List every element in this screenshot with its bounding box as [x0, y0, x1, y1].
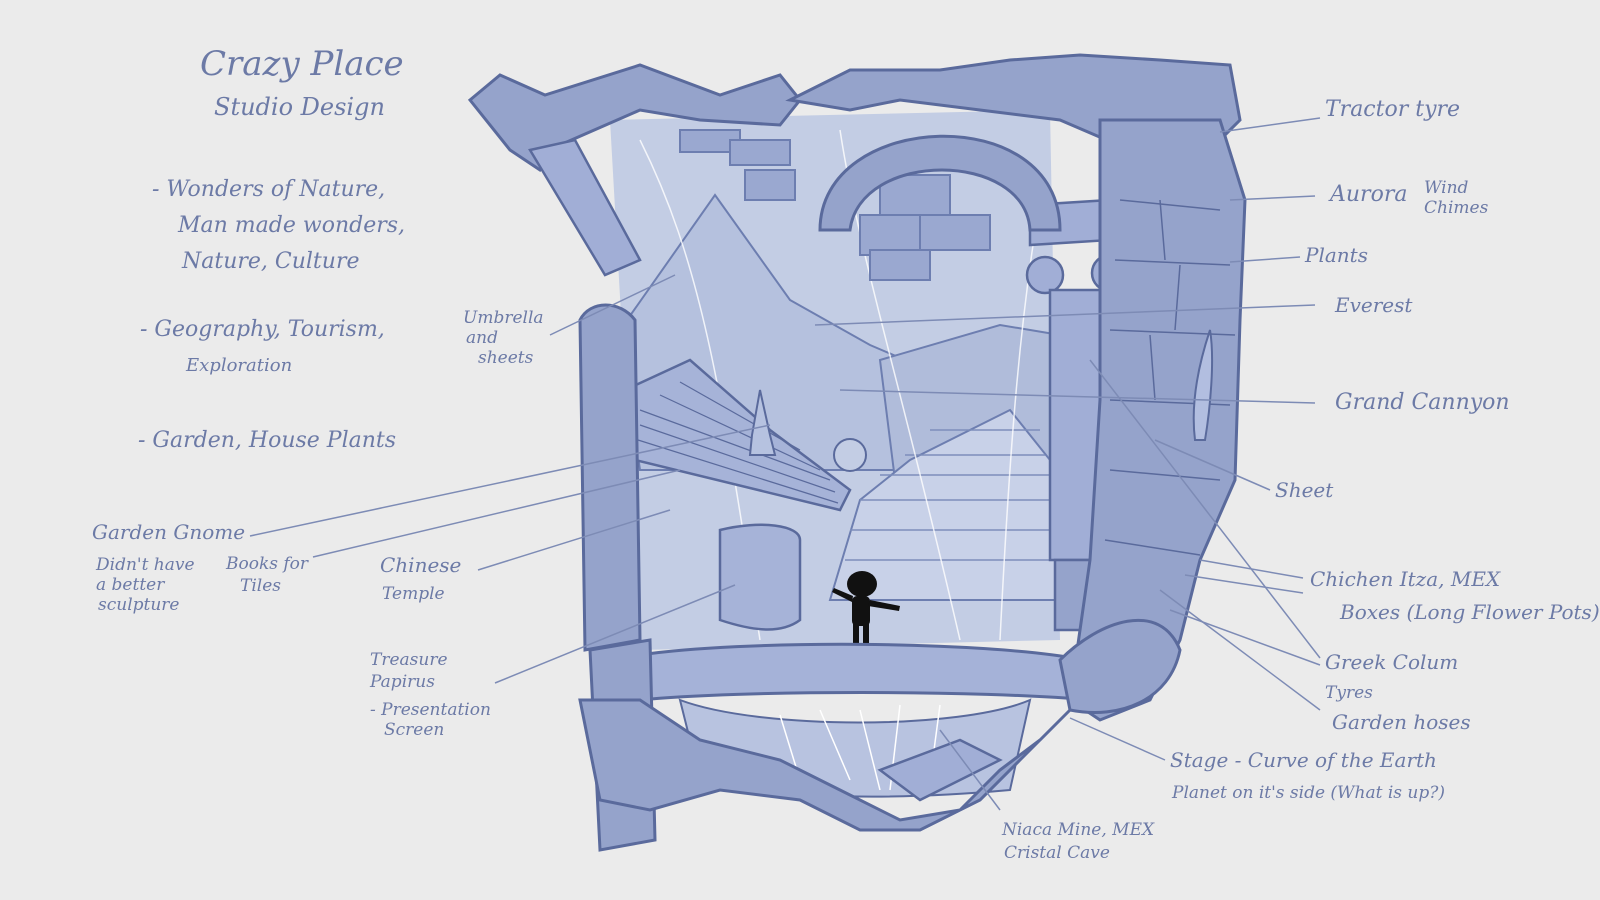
callout-tyres: Tyres: [1325, 683, 1373, 703]
callout-garden-gnome: Garden Gnome: [92, 520, 246, 544]
callout-boxes: Boxes (Long Flower Pots): [1340, 600, 1600, 624]
callout-gnome-note-2: a better: [96, 575, 165, 595]
callout-books-1: Books for: [226, 554, 309, 574]
title-line-1: Crazy Place: [200, 44, 404, 84]
bottom-rubble: [578, 698, 1072, 832]
theme-3-line-1: - Garden, House Plants: [138, 428, 397, 453]
callout-treasure-1: Treasure: [370, 650, 448, 670]
pyramid-steps: [845, 429, 1055, 561]
callout-tractor-tyre: Tractor tyre: [1325, 97, 1461, 122]
callout-gnome-note-3: sculpture: [98, 595, 180, 615]
callout-everest: Everest: [1335, 293, 1413, 317]
callout-aurora: Aurora: [1330, 182, 1408, 207]
silhouette-figure: [832, 571, 900, 654]
callout-stage: Stage - Curve of the Earth: [1170, 748, 1437, 772]
callout-plants: Plants: [1305, 243, 1368, 267]
stone-arch: [818, 134, 1062, 232]
callout-leader-lines: [249, 117, 1321, 811]
callout-aurora-note-2: Chimes: [1424, 198, 1489, 218]
bottom-box: [877, 738, 1003, 802]
garden-gnome: [748, 389, 777, 456]
garden-hose-coil: [1058, 618, 1182, 714]
theme-1-line-2: Man made wonders,: [178, 213, 406, 238]
callout-chichen-itza: Chichen Itza, MEX: [1310, 567, 1501, 591]
theme-2-line-2: Exploration: [186, 355, 293, 376]
callout-garden-hoses: Garden hoses: [1332, 710, 1471, 734]
theme-1-line-3: Nature, Culture: [182, 249, 360, 274]
theme-2-line-1: - Geography, Tourism,: [140, 317, 385, 342]
callout-treasure-4: Screen: [384, 720, 445, 740]
callout-mine-1: Niaca Mine, MEX: [1002, 820, 1155, 840]
callout-mine-2: Cristal Cave: [1004, 843, 1110, 863]
callout-books-2: Tiles: [240, 576, 281, 596]
callout-umbrella-1: Umbrella: [463, 308, 544, 328]
right-wall-bricks: [1104, 199, 1236, 556]
theme-1-line-1: - Wonders of Nature,: [152, 177, 386, 202]
callout-chinese-temple-2: Temple: [382, 584, 445, 604]
treasure-papyrus-screen: [718, 523, 802, 631]
house-plant: [1192, 329, 1214, 441]
callout-planet: Planet on it's side (What is up?): [1172, 783, 1445, 803]
callout-umbrella-3: sheets: [478, 348, 534, 368]
callout-greek-column: Greek Colum: [1325, 650, 1459, 674]
callout-aurora-note-1: Wind: [1424, 178, 1469, 198]
left-tower: [578, 303, 642, 652]
callout-sheet: Sheet: [1275, 478, 1334, 502]
callout-umbrella-2: and: [466, 328, 498, 348]
title-line-2: Studio Design: [214, 93, 385, 121]
aurora-wind-chimes: [679, 129, 991, 281]
roof-tiles: [637, 381, 839, 504]
stage-platform: [638, 642, 1092, 702]
callout-treasure-3: - Presentation: [370, 700, 491, 720]
callout-gnome-note-1: Didn't have: [96, 555, 195, 575]
callout-grand-canyon: Grand Cannyon: [1335, 390, 1510, 415]
callout-treasure-2: Papirus: [370, 672, 435, 692]
callout-chinese-temple-1: Chinese: [380, 553, 462, 577]
monkey-statue: [833, 438, 867, 472]
left-diagonal-beams: [528, 138, 642, 277]
